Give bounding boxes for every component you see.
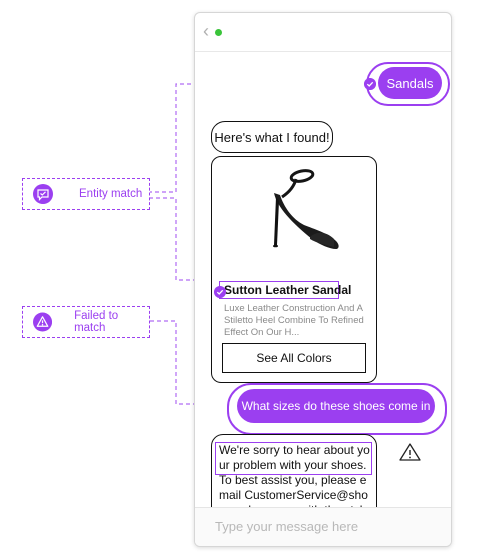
failed-match-legend: Failed to match <box>22 306 150 338</box>
warning-icon <box>33 312 53 332</box>
bot-message-reply: We're sorry to hear about your problem w… <box>211 434 377 508</box>
failed-match-label: Failed to match <box>74 310 119 334</box>
entity-match-legend: Entity match <box>22 178 150 210</box>
message-list: Sandals Here's what I found! <box>195 52 451 508</box>
message-input-bar <box>195 507 451 546</box>
user-message-text: Sandals <box>386 75 434 91</box>
product-card: Sutton Leather Sandal Luxe Leather Const… <box>211 156 377 383</box>
online-status-dot <box>215 29 222 36</box>
entity-match-label: Entity match <box>79 188 143 200</box>
back-chevron-icon[interactable]: ‹ <box>203 21 209 41</box>
check-badge-icon <box>364 78 376 90</box>
product-title: Sutton Leather Sandal <box>224 283 352 297</box>
message-input[interactable] <box>213 518 437 535</box>
bot-message-greeting: Here's what I found! <box>211 121 333 153</box>
reply-highlight <box>215 442 372 475</box>
see-all-colors-button[interactable]: See All Colors <box>222 343 366 373</box>
check-badge-icon <box>214 286 226 298</box>
warning-icon <box>399 443 421 461</box>
bot-reply-text: We're sorry to hear about your problem w… <box>219 443 370 508</box>
bot-message-text: Here's what I found! <box>214 129 330 145</box>
chat-check-icon <box>33 184 53 204</box>
user-question-text: What sizes do these shoes come in <box>241 399 431 413</box>
sandal-product-image <box>273 169 339 249</box>
user-message-sandals: Sandals <box>378 67 442 99</box>
chat-header: ‹ <box>195 13 451 52</box>
product-description: Luxe Leather Construction And A Stiletto… <box>224 303 364 338</box>
chat-window: ‹ Sandals Here's what I found! <box>194 12 452 547</box>
user-message-sizes: What sizes do these shoes come in <box>237 389 435 423</box>
